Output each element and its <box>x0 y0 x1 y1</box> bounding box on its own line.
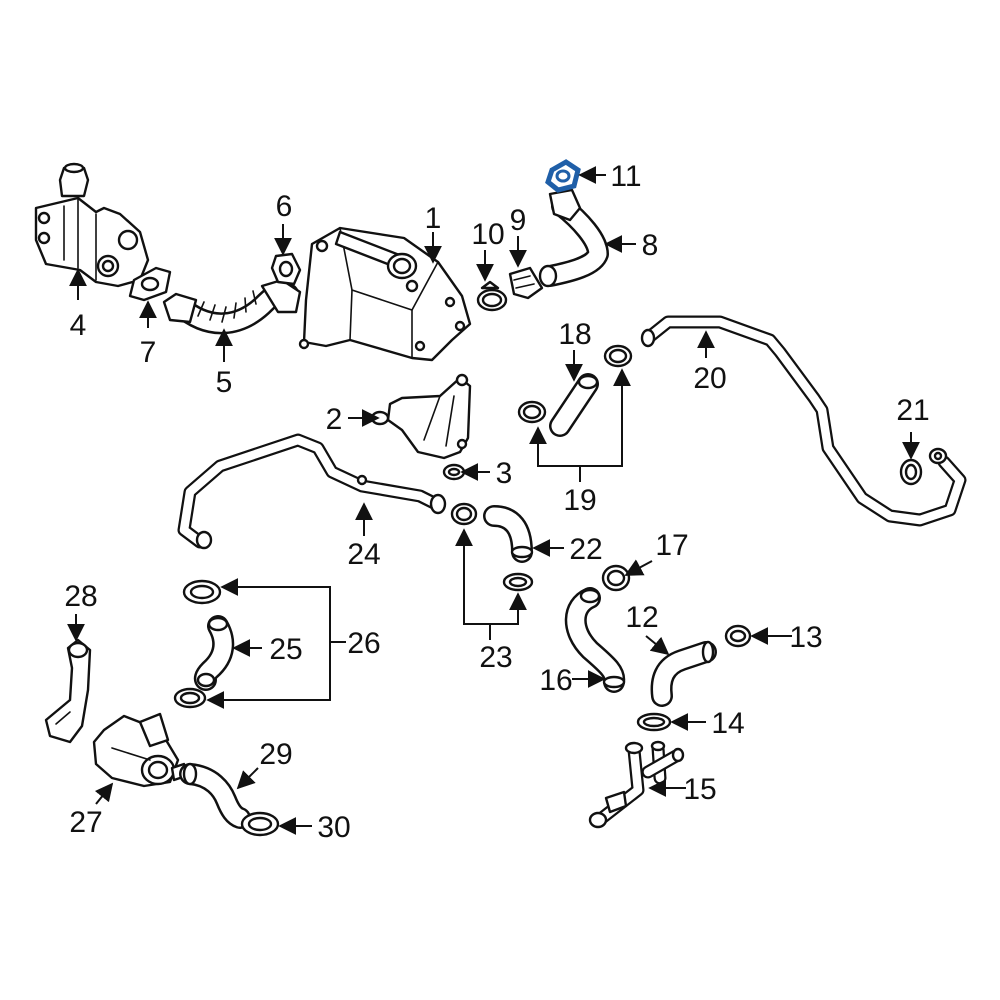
part-30-clamp[interactable] <box>240 811 280 837</box>
part-29-hose[interactable] <box>179 762 251 829</box>
part-5-egr-pipe[interactable] <box>162 278 302 335</box>
label-8: 8 <box>642 229 659 262</box>
label-17: 17 <box>655 529 688 562</box>
label-10: 10 <box>471 218 504 251</box>
label-21: 21 <box>896 394 929 427</box>
part-25-hose[interactable] <box>193 615 235 691</box>
part-11-gasket[interactable] <box>545 159 581 193</box>
label-19: 19 <box>563 484 596 517</box>
label-29: 29 <box>259 738 292 771</box>
label-11: 11 <box>610 160 641 193</box>
label-16: 16 <box>539 664 572 697</box>
part-16-hose[interactable] <box>564 587 626 693</box>
part-12-hose[interactable] <box>650 640 717 707</box>
part-2-housing[interactable] <box>370 373 472 460</box>
part-28-bracket[interactable] <box>44 638 92 744</box>
part-1-egr-cooler[interactable] <box>298 226 472 362</box>
part-19-clamps[interactable] <box>517 344 633 424</box>
part-18-hose[interactable] <box>549 373 599 437</box>
part-24-pipe[interactable] <box>177 433 447 550</box>
label-3: 3 <box>496 457 513 490</box>
label-2: 2 <box>326 403 343 436</box>
part-8-hose[interactable] <box>538 188 609 288</box>
callout-lines <box>67 166 920 835</box>
part-22-hose[interactable] <box>483 505 534 563</box>
label-13: 13 <box>789 621 822 654</box>
label-6: 6 <box>276 190 293 223</box>
label-26: 26 <box>347 627 380 660</box>
part-27-water-pump[interactable] <box>92 712 188 788</box>
part-14-clamp[interactable] <box>636 712 672 732</box>
label-23: 23 <box>479 641 512 674</box>
label-30: 30 <box>317 811 350 844</box>
part-21-o-ring[interactable] <box>899 458 923 486</box>
label-14: 14 <box>711 707 744 740</box>
callout-labels: 1 2 3 4 5 6 7 8 9 10 11 12 13 14 15 16 1… <box>64 160 929 844</box>
part-7-gasket[interactable] <box>128 266 172 302</box>
part-13-clamp[interactable] <box>724 624 752 648</box>
part-6-gasket[interactable] <box>270 252 302 286</box>
label-27: 27 <box>69 806 102 839</box>
label-7: 7 <box>140 336 157 369</box>
part-15-connector[interactable] <box>588 740 685 829</box>
part-9-clamp[interactable] <box>508 266 544 300</box>
label-1: 1 <box>425 202 442 235</box>
part-4-egr-valve[interactable] <box>34 162 150 288</box>
part-26-clamps[interactable] <box>173 579 222 709</box>
label-18: 18 <box>558 318 591 351</box>
part-10-clamp[interactable] <box>476 280 508 312</box>
label-24: 24 <box>347 538 380 571</box>
label-9: 9 <box>510 204 527 237</box>
label-15: 15 <box>683 773 716 806</box>
label-28: 28 <box>64 580 97 613</box>
label-20: 20 <box>693 362 726 395</box>
label-25: 25 <box>269 633 302 666</box>
part-3-o-ring[interactable] <box>442 463 466 481</box>
part-20-pipe[interactable] <box>640 315 967 527</box>
part-17-clamp[interactable] <box>601 564 631 592</box>
label-5: 5 <box>216 366 233 399</box>
label-12: 12 <box>625 601 658 634</box>
part-23-clamps[interactable] <box>450 502 534 592</box>
label-4: 4 <box>70 309 87 342</box>
label-22: 22 <box>569 533 602 566</box>
